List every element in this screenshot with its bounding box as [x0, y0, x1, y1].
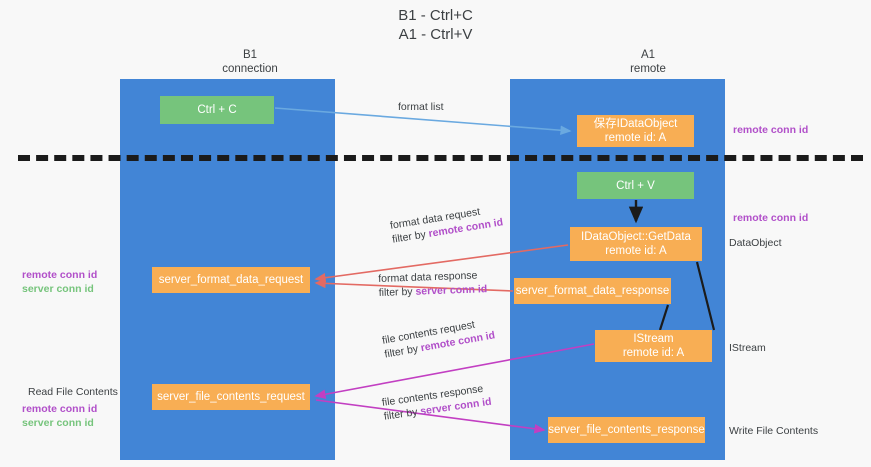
annotation-remote-conn-id-top: remote conn id: [733, 124, 809, 136]
annotation-dataobject: DataObject: [729, 237, 782, 249]
annotation-left-keys-bottom: remote conn id server conn id: [22, 402, 97, 430]
annotation-remote-conn-id-mid: remote conn id: [733, 212, 809, 224]
column-header-a1-role: remote: [630, 63, 666, 75]
annotation-left-remote-conn-id-bottom: remote conn id: [22, 403, 98, 415]
arrow-file-contents-request: [314, 343, 595, 399]
arrow-file-contents-response: [315, 399, 546, 434]
edge-label-format-data-response-filter-key: server conn id: [415, 283, 488, 298]
title-line-2: A1 - Ctrl+V: [398, 26, 473, 43]
column-header-b1-role: connection: [222, 63, 278, 75]
annotation-write-file-contents: Write File Contents: [729, 425, 819, 437]
phase-divider: [18, 155, 863, 161]
annotation-left-server-conn-id-bottom: server conn id: [22, 417, 94, 429]
diagram-title: B1 - Ctrl+C A1 - Ctrl+V: [0, 6, 871, 44]
arrow-format-data-response: [314, 278, 514, 292]
node-ctrl-c-label: Ctrl + C: [197, 104, 237, 116]
node-ctrl-c[interactable]: Ctrl + C: [160, 96, 274, 124]
node-getdata-sublabel: remote id: A: [605, 245, 667, 257]
node-server-format-data-response[interactable]: server_format_data_response: [514, 278, 671, 304]
node-ctrl-v[interactable]: Ctrl + V: [577, 172, 694, 199]
arrow-getdata-to-istream: [695, 261, 716, 331]
node-getdata[interactable]: IDataObject::GetData remote id: A: [570, 227, 702, 261]
annotation-istream: IStream: [729, 342, 766, 354]
node-idataobject-sublabel: remote id: A: [604, 132, 667, 144]
node-server-file-contents-request[interactable]: server_file_contents_request: [152, 384, 310, 410]
node-server-file-contents-request-label: server_file_contents_request: [157, 391, 305, 403]
annotation-left-keys-mid: remote conn id server conn id: [22, 268, 97, 296]
node-idataobject-label: 保存IDataObject: [593, 118, 678, 130]
node-server-format-data-request-label: server_format_data_request: [158, 274, 304, 286]
arrow-format-list: [274, 107, 572, 136]
annotation-left-remote-conn-id-mid: remote conn id: [22, 269, 98, 281]
node-server-format-data-request[interactable]: server_format_data_request: [152, 267, 310, 293]
edge-label-format-data-response-filter-prefix: filter by: [378, 285, 416, 299]
title-line-1: B1 - Ctrl+C: [398, 7, 473, 24]
edge-label-format-list-text: format list: [398, 101, 444, 113]
edge-label-format-data-response: format data response filter by server co…: [378, 268, 487, 300]
node-server-file-contents-response[interactable]: server_file_contents_response: [548, 417, 705, 443]
annotation-left-server-conn-id-mid: server conn id: [22, 283, 94, 295]
column-header-b1-name: B1: [242, 49, 258, 61]
node-ctrl-v-label: Ctrl + V: [616, 179, 655, 192]
node-server-format-data-response-label: server_format_data_response: [515, 285, 670, 297]
node-istream[interactable]: IStream remote id: A: [595, 330, 712, 362]
arrow-response-to-istream: [658, 304, 670, 331]
column-header-a1: A1 remote: [548, 48, 748, 76]
column-header-b1: B1 connection: [150, 48, 350, 76]
column-header-a1-name: A1: [640, 49, 656, 61]
arrow-format-data-request: [314, 244, 569, 283]
node-server-file-contents-response-label: server_file_contents_response: [548, 424, 705, 436]
node-istream-label: IStream: [633, 333, 674, 345]
annotation-read-file-contents: Read File Contents: [28, 386, 118, 398]
node-getdata-label: IDataObject::GetData: [581, 231, 691, 243]
edge-label-format-list: format list: [398, 100, 444, 114]
node-istream-sublabel: remote id: A: [622, 347, 685, 359]
node-idataobject[interactable]: 保存IDataObject remote id: A: [577, 115, 694, 147]
